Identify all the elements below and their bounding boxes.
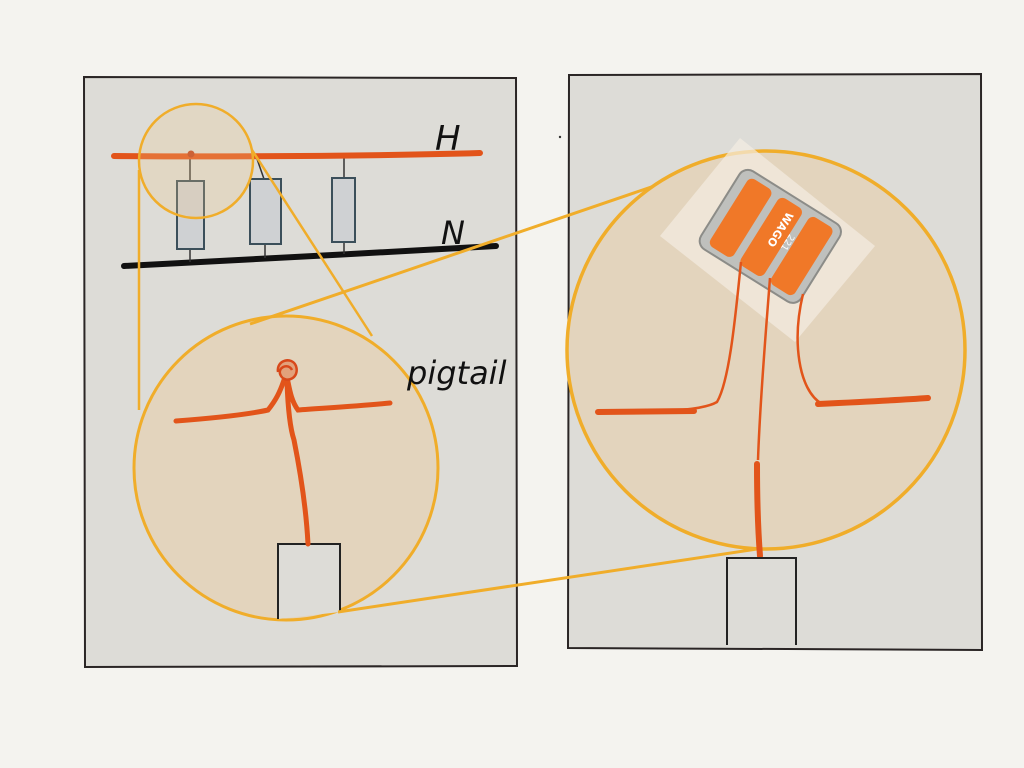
hot-junction-dot xyxy=(187,150,195,158)
detail-leader-bottom xyxy=(337,546,765,614)
device-2 xyxy=(249,178,282,245)
pigtail-twist xyxy=(276,359,298,381)
magnifier-detail-circle xyxy=(132,314,440,622)
wago-connector: WAGO 221 xyxy=(698,168,842,304)
junction-box-right xyxy=(726,557,797,645)
connector-wire-right xyxy=(796,293,823,406)
magnifier-leader-right xyxy=(250,149,374,337)
connector-wire-middle xyxy=(756,277,772,461)
pigtail-label: pigtail xyxy=(406,354,507,392)
neutral-label: N xyxy=(441,214,465,252)
device-3 xyxy=(331,177,356,243)
hot-wire xyxy=(111,150,483,160)
right-panel: WAGO 221 xyxy=(249,72,984,652)
magnifier-source-circle xyxy=(137,102,255,220)
wago-lever-2 xyxy=(740,197,802,276)
stray-mark xyxy=(558,135,562,139)
junction-box-left xyxy=(277,543,341,619)
connector-wire-left-thick xyxy=(595,408,697,415)
left-panel: H N pigtail xyxy=(82,75,519,669)
wago-lever-3 xyxy=(770,216,833,296)
connector-wire-middle-thick xyxy=(754,461,763,559)
neutral-wire xyxy=(121,243,499,269)
pigtail-wire-down xyxy=(284,379,311,547)
connector-wire-right-thick xyxy=(815,395,931,407)
hot-label: H xyxy=(435,119,461,159)
wago-lever-1 xyxy=(709,178,772,257)
pigtail-wire-left xyxy=(173,377,287,424)
pigtail-wire-right xyxy=(285,379,393,413)
